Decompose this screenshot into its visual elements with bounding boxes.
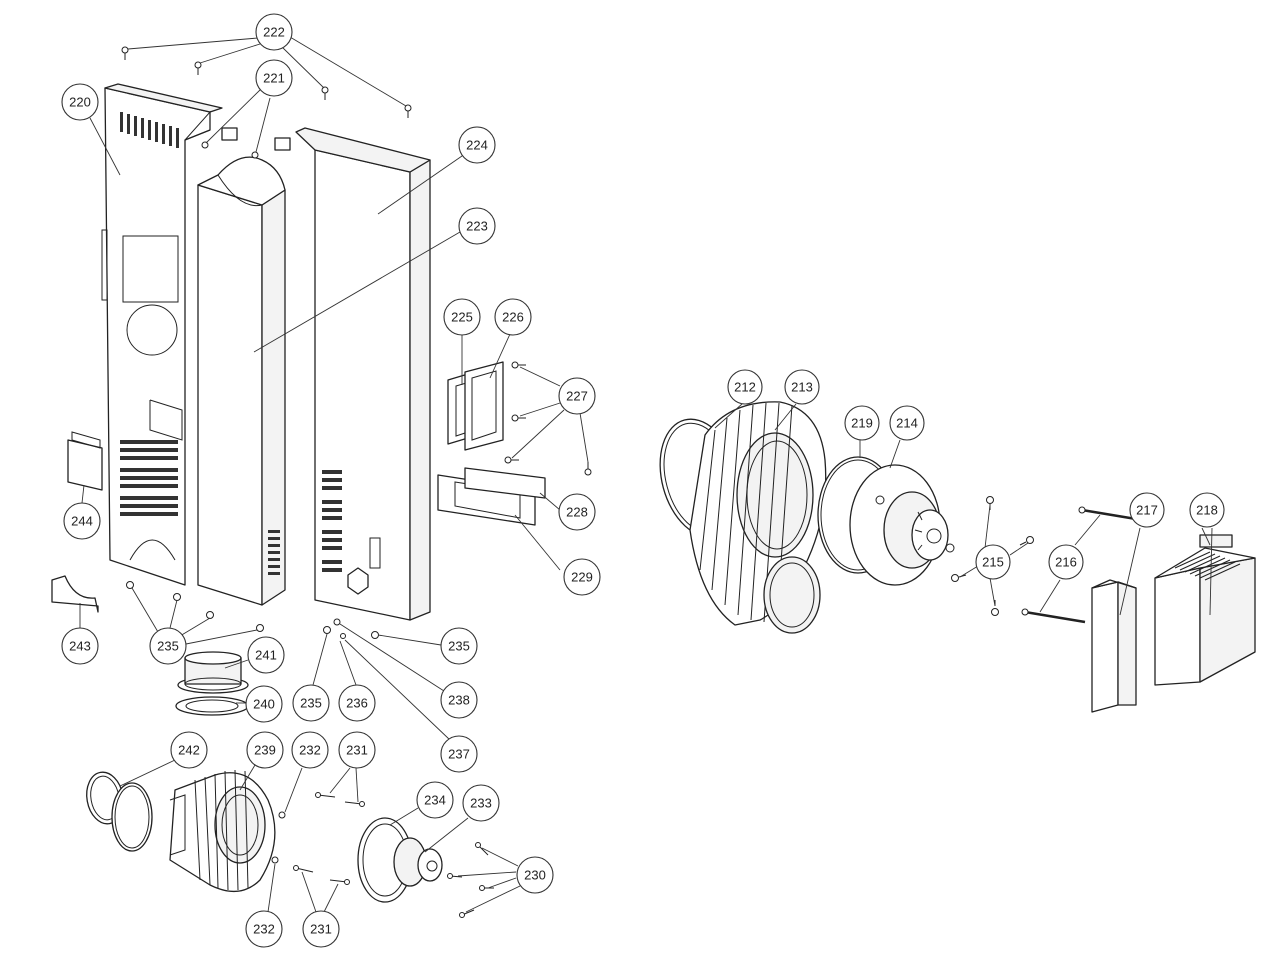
screws-215 <box>951 496 1034 616</box>
callout-238: 238 <box>440 681 478 719</box>
column-217 <box>1091 579 1137 713</box>
callout-235-left: 235 <box>149 627 187 665</box>
svg-text:232: 232 <box>253 922 275 937</box>
svg-text:218: 218 <box>1196 503 1218 518</box>
callout-223: 223 <box>458 207 496 245</box>
callout-234: 234 <box>416 781 454 819</box>
blower-housing-239 <box>169 769 276 892</box>
callout-225: 225 <box>443 298 481 336</box>
svg-text:221: 221 <box>263 71 285 86</box>
callout-217: 217 <box>1129 492 1165 528</box>
svg-text:214: 214 <box>896 416 918 431</box>
callout-241: 241 <box>247 636 285 674</box>
callout-213: 213 <box>784 369 820 405</box>
leader-lines <box>79 36 1213 913</box>
screws-230 <box>447 842 494 918</box>
svg-text:212: 212 <box>734 380 756 395</box>
svg-text:224: 224 <box>466 138 488 153</box>
callout-226: 226 <box>494 298 532 336</box>
svg-text:244: 244 <box>71 514 93 529</box>
svg-text:231: 231 <box>310 922 332 937</box>
callout-230: 230 <box>516 856 554 894</box>
svg-text:239: 239 <box>254 743 276 758</box>
callout-231-bottom: 231 <box>302 910 340 948</box>
svg-text:215: 215 <box>982 555 1004 570</box>
gaskets-242 <box>86 771 153 852</box>
callout-215: 215 <box>975 544 1011 580</box>
bracket-243 <box>51 575 99 613</box>
callout-227: 227 <box>558 377 596 415</box>
svg-text:220: 220 <box>69 95 91 110</box>
gasket-240 <box>175 696 249 716</box>
callout-220: 220 <box>61 83 99 121</box>
svg-text:213: 213 <box>791 380 813 395</box>
svg-text:222: 222 <box>263 25 285 40</box>
collar-241 <box>177 651 249 694</box>
callout-240: 240 <box>245 685 283 723</box>
callout-233: 233 <box>462 784 500 822</box>
callout-235-right: 235 <box>440 627 478 665</box>
callout-239: 239 <box>246 731 284 769</box>
svg-text:229: 229 <box>571 570 593 585</box>
svg-text:235: 235 <box>157 639 179 654</box>
gaskets-228-229 <box>437 467 546 526</box>
duct-panel-223 <box>197 127 291 606</box>
svg-text:228: 228 <box>566 505 588 520</box>
svg-text:235: 235 <box>448 639 470 654</box>
svg-text:238: 238 <box>448 693 470 708</box>
callout-214: 214 <box>889 405 925 441</box>
blower-motor-214 <box>849 464 955 586</box>
callout-222: 222 <box>255 13 293 51</box>
svg-text:242: 242 <box>178 743 200 758</box>
callout-212: 212 <box>727 369 763 405</box>
svg-text:216: 216 <box>1055 555 1077 570</box>
callout-231-top: 231 <box>338 731 376 769</box>
gaskets-225-226 <box>447 361 504 451</box>
callout-228: 228 <box>558 493 596 531</box>
svg-text:243: 243 <box>69 639 91 654</box>
svg-text:226: 226 <box>502 310 524 325</box>
vent-hood-218 <box>1154 534 1256 686</box>
callout-232-top: 232 <box>291 731 329 769</box>
bracket-244 <box>67 431 103 491</box>
callout-237: 237 <box>440 735 478 773</box>
screws-222 <box>121 46 412 159</box>
callout-232-bottom: 232 <box>245 910 283 948</box>
svg-text:233: 233 <box>470 796 492 811</box>
rear-panel-220 <box>101 83 223 586</box>
svg-text:234: 234 <box>424 793 446 808</box>
front-panel-224 <box>295 127 431 621</box>
callout-243: 243 <box>61 627 99 665</box>
callout-229: 229 <box>563 558 601 596</box>
callout-224: 224 <box>458 126 496 164</box>
svg-text:241: 241 <box>255 648 277 663</box>
svg-text:217: 217 <box>1136 503 1158 518</box>
svg-text:225: 225 <box>451 310 473 325</box>
callout-216: 216 <box>1048 544 1084 580</box>
callout-221: 221 <box>255 59 293 97</box>
blower-housing-213 <box>689 401 827 634</box>
callout-219: 219 <box>844 405 880 441</box>
blower-motor-233-234 <box>357 817 443 903</box>
svg-text:231: 231 <box>346 743 368 758</box>
callout-244: 244 <box>63 502 101 540</box>
callout-218: 218 <box>1189 492 1225 528</box>
svg-text:223: 223 <box>466 219 488 234</box>
callout-236: 236 <box>338 684 376 722</box>
svg-text:240: 240 <box>253 697 275 712</box>
callout-235-middle: 235 <box>292 684 330 722</box>
svg-text:230: 230 <box>524 868 546 883</box>
svg-text:237: 237 <box>448 747 470 762</box>
callout-242: 242 <box>170 731 208 769</box>
svg-text:219: 219 <box>851 416 873 431</box>
screws-231-232 <box>271 792 365 885</box>
svg-text:227: 227 <box>566 389 588 404</box>
svg-text:236: 236 <box>346 696 368 711</box>
svg-text:235: 235 <box>300 696 322 711</box>
screws-227 <box>504 361 592 476</box>
svg-text:232: 232 <box>299 743 321 758</box>
